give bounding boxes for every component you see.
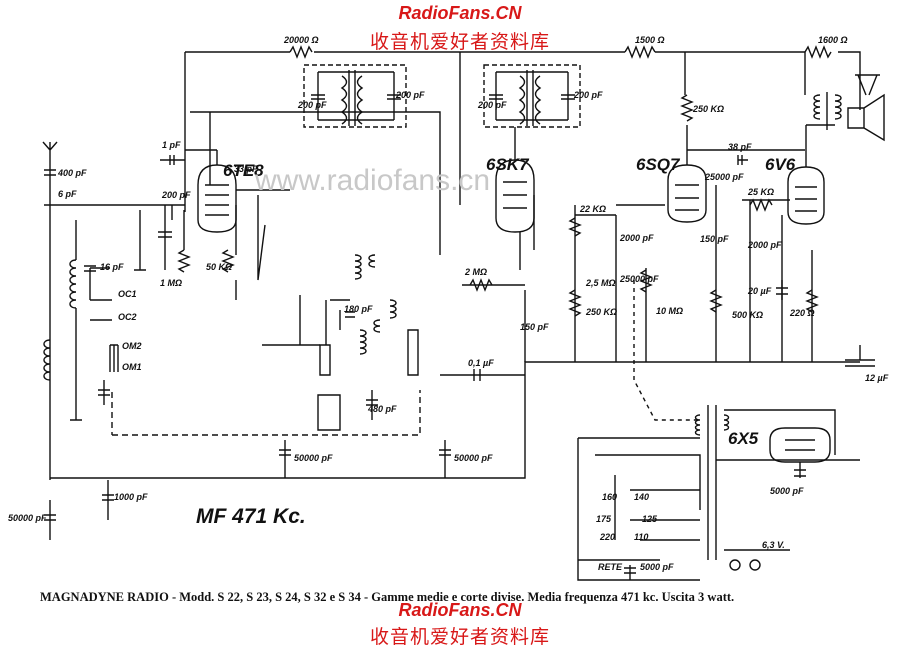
label-r-22k: 22 KΩ <box>579 204 606 214</box>
if-transformer-1 <box>303 64 407 128</box>
label-v-160: 160 <box>602 492 617 502</box>
label-r-1m: 1 MΩ <box>160 278 182 288</box>
label-r-220: 220 Ω <box>789 308 815 318</box>
tube-label-6x5: 6X5 <box>728 429 759 448</box>
label-c-38: 38 pF <box>728 142 752 152</box>
label-c-200a: 200 pF <box>161 190 191 200</box>
label-v-110: 110 <box>634 532 648 542</box>
label-c-50000c: 50000 pF <box>8 513 47 523</box>
label-rete: RETE <box>598 562 623 572</box>
label-c-5000a: 5000 pF <box>770 486 804 496</box>
watermark-chinese-top: 收音机爱好者资料库 <box>369 31 550 53</box>
tube-6sq7-envelope <box>667 164 707 223</box>
power-transformer <box>694 405 730 560</box>
label-r-250k: 250 KΩ <box>692 104 724 114</box>
label-c-if2b: 200 pF <box>573 90 603 100</box>
tube-label-6sq7: 6SQ7 <box>636 155 681 174</box>
label-c-ant: 400 pF <box>57 168 87 178</box>
label-c-if1b: 200 pF <box>395 90 425 100</box>
schematic-caption: MAGNADYNE RADIO - Modd. S 22, S 23, S 24… <box>40 590 735 604</box>
label-c-480: 480 pF <box>367 404 397 414</box>
label-c-33: 33 pF <box>234 164 258 174</box>
site-watermark: www.radiofans.cn <box>255 164 491 197</box>
label-r-50k: 50 KΩ <box>206 262 232 272</box>
label-c-2000a: 2000 pF <box>619 233 654 243</box>
tube-6v6-envelope <box>787 166 825 225</box>
tube-label-6sk7: 6SK7 <box>486 155 530 174</box>
label-r-top-3: 1600 Ω <box>818 35 848 45</box>
label-c-150a: 150 pF <box>700 234 729 244</box>
label-c-if1a: 200 pF <box>297 100 327 110</box>
label-v-175: 175 <box>596 514 612 524</box>
label-c-50000b: 50000 pF <box>454 453 493 463</box>
oscillator-coil-1 <box>319 299 350 376</box>
tube-6x5-envelope <box>769 427 831 463</box>
if-transformer-2 <box>483 64 581 128</box>
label-r-top-1: 20000 Ω <box>283 35 319 45</box>
label-v-125: 125 <box>642 514 658 524</box>
label-c-25000b: 25000 pF <box>619 274 659 284</box>
label-c-1: 1 pF <box>162 140 181 150</box>
label-c-2000b: 2000 pF <box>747 240 782 250</box>
watermark-brand-top: RadioFans.CN <box>398 3 522 23</box>
label-c-180: 180 pF <box>344 304 373 314</box>
label-r-250k-b: 250 KΩ <box>585 307 617 317</box>
label-v-220: 220 <box>599 532 615 542</box>
resistor-20000 <box>289 45 313 59</box>
label-r-2m: 2 MΩ <box>464 267 487 277</box>
label-c-if2a: 200 pF <box>477 100 507 110</box>
label-c-6: 6 pF <box>58 189 77 199</box>
tube-label-6v6: 6V6 <box>765 155 796 174</box>
label-r-top-2: 1500 Ω <box>635 35 665 45</box>
label-om2: OM2 <box>122 341 142 351</box>
label-oc2: OC2 <box>118 312 137 322</box>
label-c-25000: 25000 pF <box>704 172 744 182</box>
label-om1: OM1 <box>122 362 142 372</box>
label-r-25k: 25 KΩ <box>747 187 774 197</box>
tube-label-6te8: 6TE8 <box>223 161 264 180</box>
top-rail-wire <box>185 51 861 110</box>
label-c-01: 0,1 µF <box>468 358 494 368</box>
ground-rail <box>50 345 875 479</box>
label-r-500k: 500 KΩ <box>732 310 763 320</box>
label-oc1: OC1 <box>118 289 137 299</box>
speaker <box>847 93 885 142</box>
label-c-150b: 150 pF <box>520 322 549 332</box>
watermark-chinese-bottom: 收音机爱好者资料库 <box>369 626 550 648</box>
mf-note: MF 471 Kc. <box>196 505 306 528</box>
label-c-50000a: 50000 pF <box>294 453 333 463</box>
label-v-140: 140 <box>634 492 649 502</box>
label-pot: 2,5 MΩ <box>585 278 616 288</box>
label-heater: 6,3 V. <box>762 540 785 550</box>
resistor-1600 <box>804 45 832 59</box>
label-c-1000: 1000 pF <box>114 492 148 502</box>
oscillator-coil-2 <box>389 299 419 376</box>
label-r-10m: 10 MΩ <box>656 306 683 316</box>
label-c-12uf: 12 µF <box>865 373 889 383</box>
label-c-16: 16 pF <box>100 262 124 272</box>
watermark-brand-bottom: RadioFans.CN <box>398 600 522 620</box>
label-c-5000b: 5000 pF <box>640 562 674 572</box>
label-c-20uf: 20 µF <box>747 286 772 296</box>
resistor-1500 <box>624 45 656 59</box>
antenna <box>42 141 58 480</box>
resistor-250k <box>680 94 694 122</box>
output-transformer <box>813 92 842 130</box>
